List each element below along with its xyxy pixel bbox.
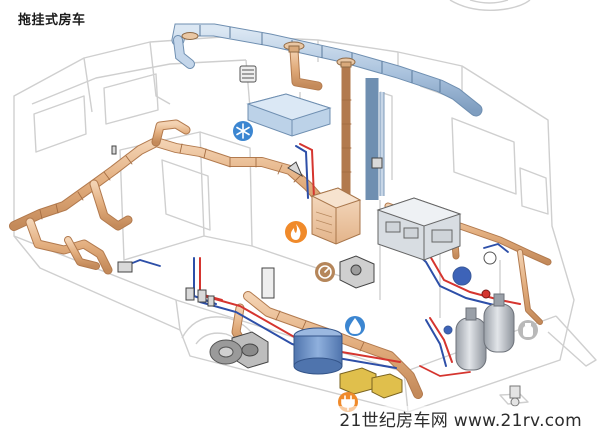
site-watermark: 21世纪房车网 www.21rv.com <box>337 406 584 431</box>
taps-and-sockets <box>111 145 383 307</box>
water-pump <box>231 331 269 369</box>
gas-bottles <box>455 293 515 371</box>
batteries <box>339 367 403 399</box>
water-drop-icon <box>345 316 365 336</box>
gas-bottle-icon <box>518 320 538 340</box>
heater-unit <box>310 187 362 245</box>
drawbar-jockey-wheel <box>509 385 521 407</box>
diagram-title: 拖挂式房车 <box>18 13 86 28</box>
water-tank <box>293 327 343 375</box>
roof-vent-cowls <box>181 32 356 68</box>
gauge-icon <box>315 262 335 282</box>
snowflake-icon <box>233 121 253 141</box>
gas-regulator <box>339 255 375 289</box>
gas-fittings <box>443 251 497 335</box>
wheel <box>209 339 243 365</box>
roof-air-ducts <box>171 23 483 200</box>
ceiling-fixture <box>239 65 257 83</box>
roof-air-conditioner <box>246 93 332 137</box>
electrical-block <box>376 197 462 261</box>
flame-icon <box>285 221 307 243</box>
warm-air-ducts <box>9 45 552 399</box>
